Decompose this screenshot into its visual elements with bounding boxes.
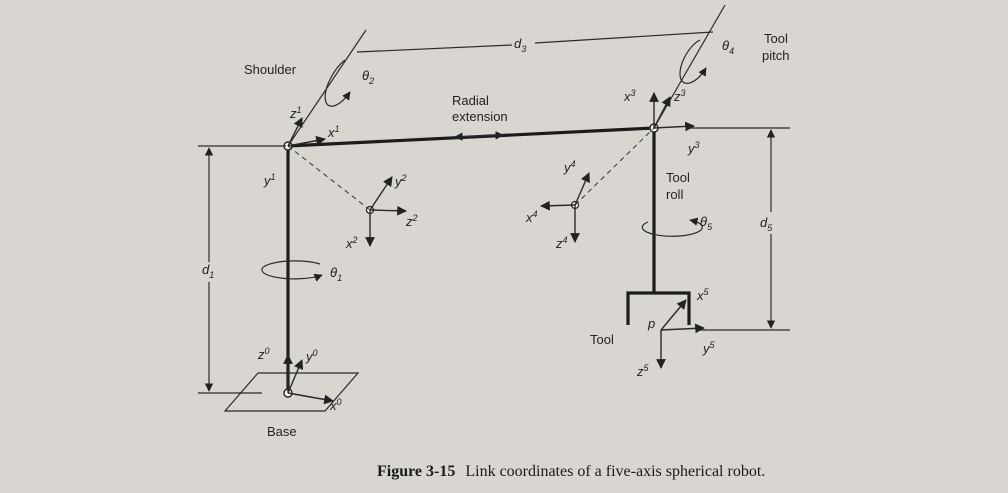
z0-label: z0 [257,346,270,362]
y3-axis [653,121,695,132]
d3-label: d3 [514,36,526,54]
radial-extension-arrow [454,131,504,141]
base-label: Base [267,424,297,439]
base-plate [223,372,360,412]
z1-axis [287,117,303,147]
x0-axis [287,392,334,405]
y3-label: y3 [687,140,700,156]
d3-ext-line-right [534,31,714,44]
z3-label: z3 [673,88,686,104]
p-label: p [647,316,655,331]
x1-axis [287,135,326,147]
y2-label: y2 [394,173,407,189]
tool-label: Tool [590,332,614,347]
x3-label: x3 [623,88,636,104]
y0-axis [287,359,304,394]
tool-roll-label-line2: roll [666,187,683,202]
dashed-line [287,145,371,211]
x2-label: x2 [345,235,358,251]
z3-axis [653,96,671,129]
tool-gripper [626,291,691,325]
y2-axis [369,176,393,211]
y5-axis [660,323,705,334]
z1-label: z1 [289,105,302,121]
x1-label: x1 [327,124,340,140]
theta1-rotation [261,260,323,282]
x4-label: x4 [525,209,538,225]
y0-label: y0 [305,348,318,364]
tool-pitch-axis-line [653,4,726,129]
d3-ext-line [356,44,513,53]
shoulder-label: Shoulder [244,62,297,77]
x4-axis [540,200,576,211]
theta4-label: θ4 [722,38,734,56]
tool-roll-label-line1: Tool [666,170,690,185]
y4-label: y4 [563,159,576,175]
z2-axis [369,205,407,216]
tool-pitch-label-line2: pitch [762,48,789,63]
theta4-rotation [679,39,707,84]
radial-arm-link [287,126,655,148]
y1-label: y1 [263,172,276,188]
theta1-label: θ1 [330,265,342,283]
dashed-line [574,127,655,206]
y5-label: y5 [702,340,716,356]
theta2-label: θ2 [362,68,374,86]
x0-label: x0 [329,397,342,413]
radial-extension-label-line2: extension [452,109,508,124]
tool-pitch-label-line1: Tool [764,31,788,46]
z4-label: z4 [555,235,568,251]
x5-axis [660,299,687,331]
theta2-rotation [324,59,351,107]
radial-extension-label-line1: Radial [452,93,489,108]
d5-label: d5 [760,215,773,233]
x5-label: x5 [696,287,710,303]
z2-label: z2 [405,213,418,229]
z5-label: z5 [636,363,650,379]
theta5-rotation [641,217,703,237]
d1-label: d1 [202,262,214,280]
y4-axis [574,172,590,206]
theta5-label: θ5 [700,214,713,232]
